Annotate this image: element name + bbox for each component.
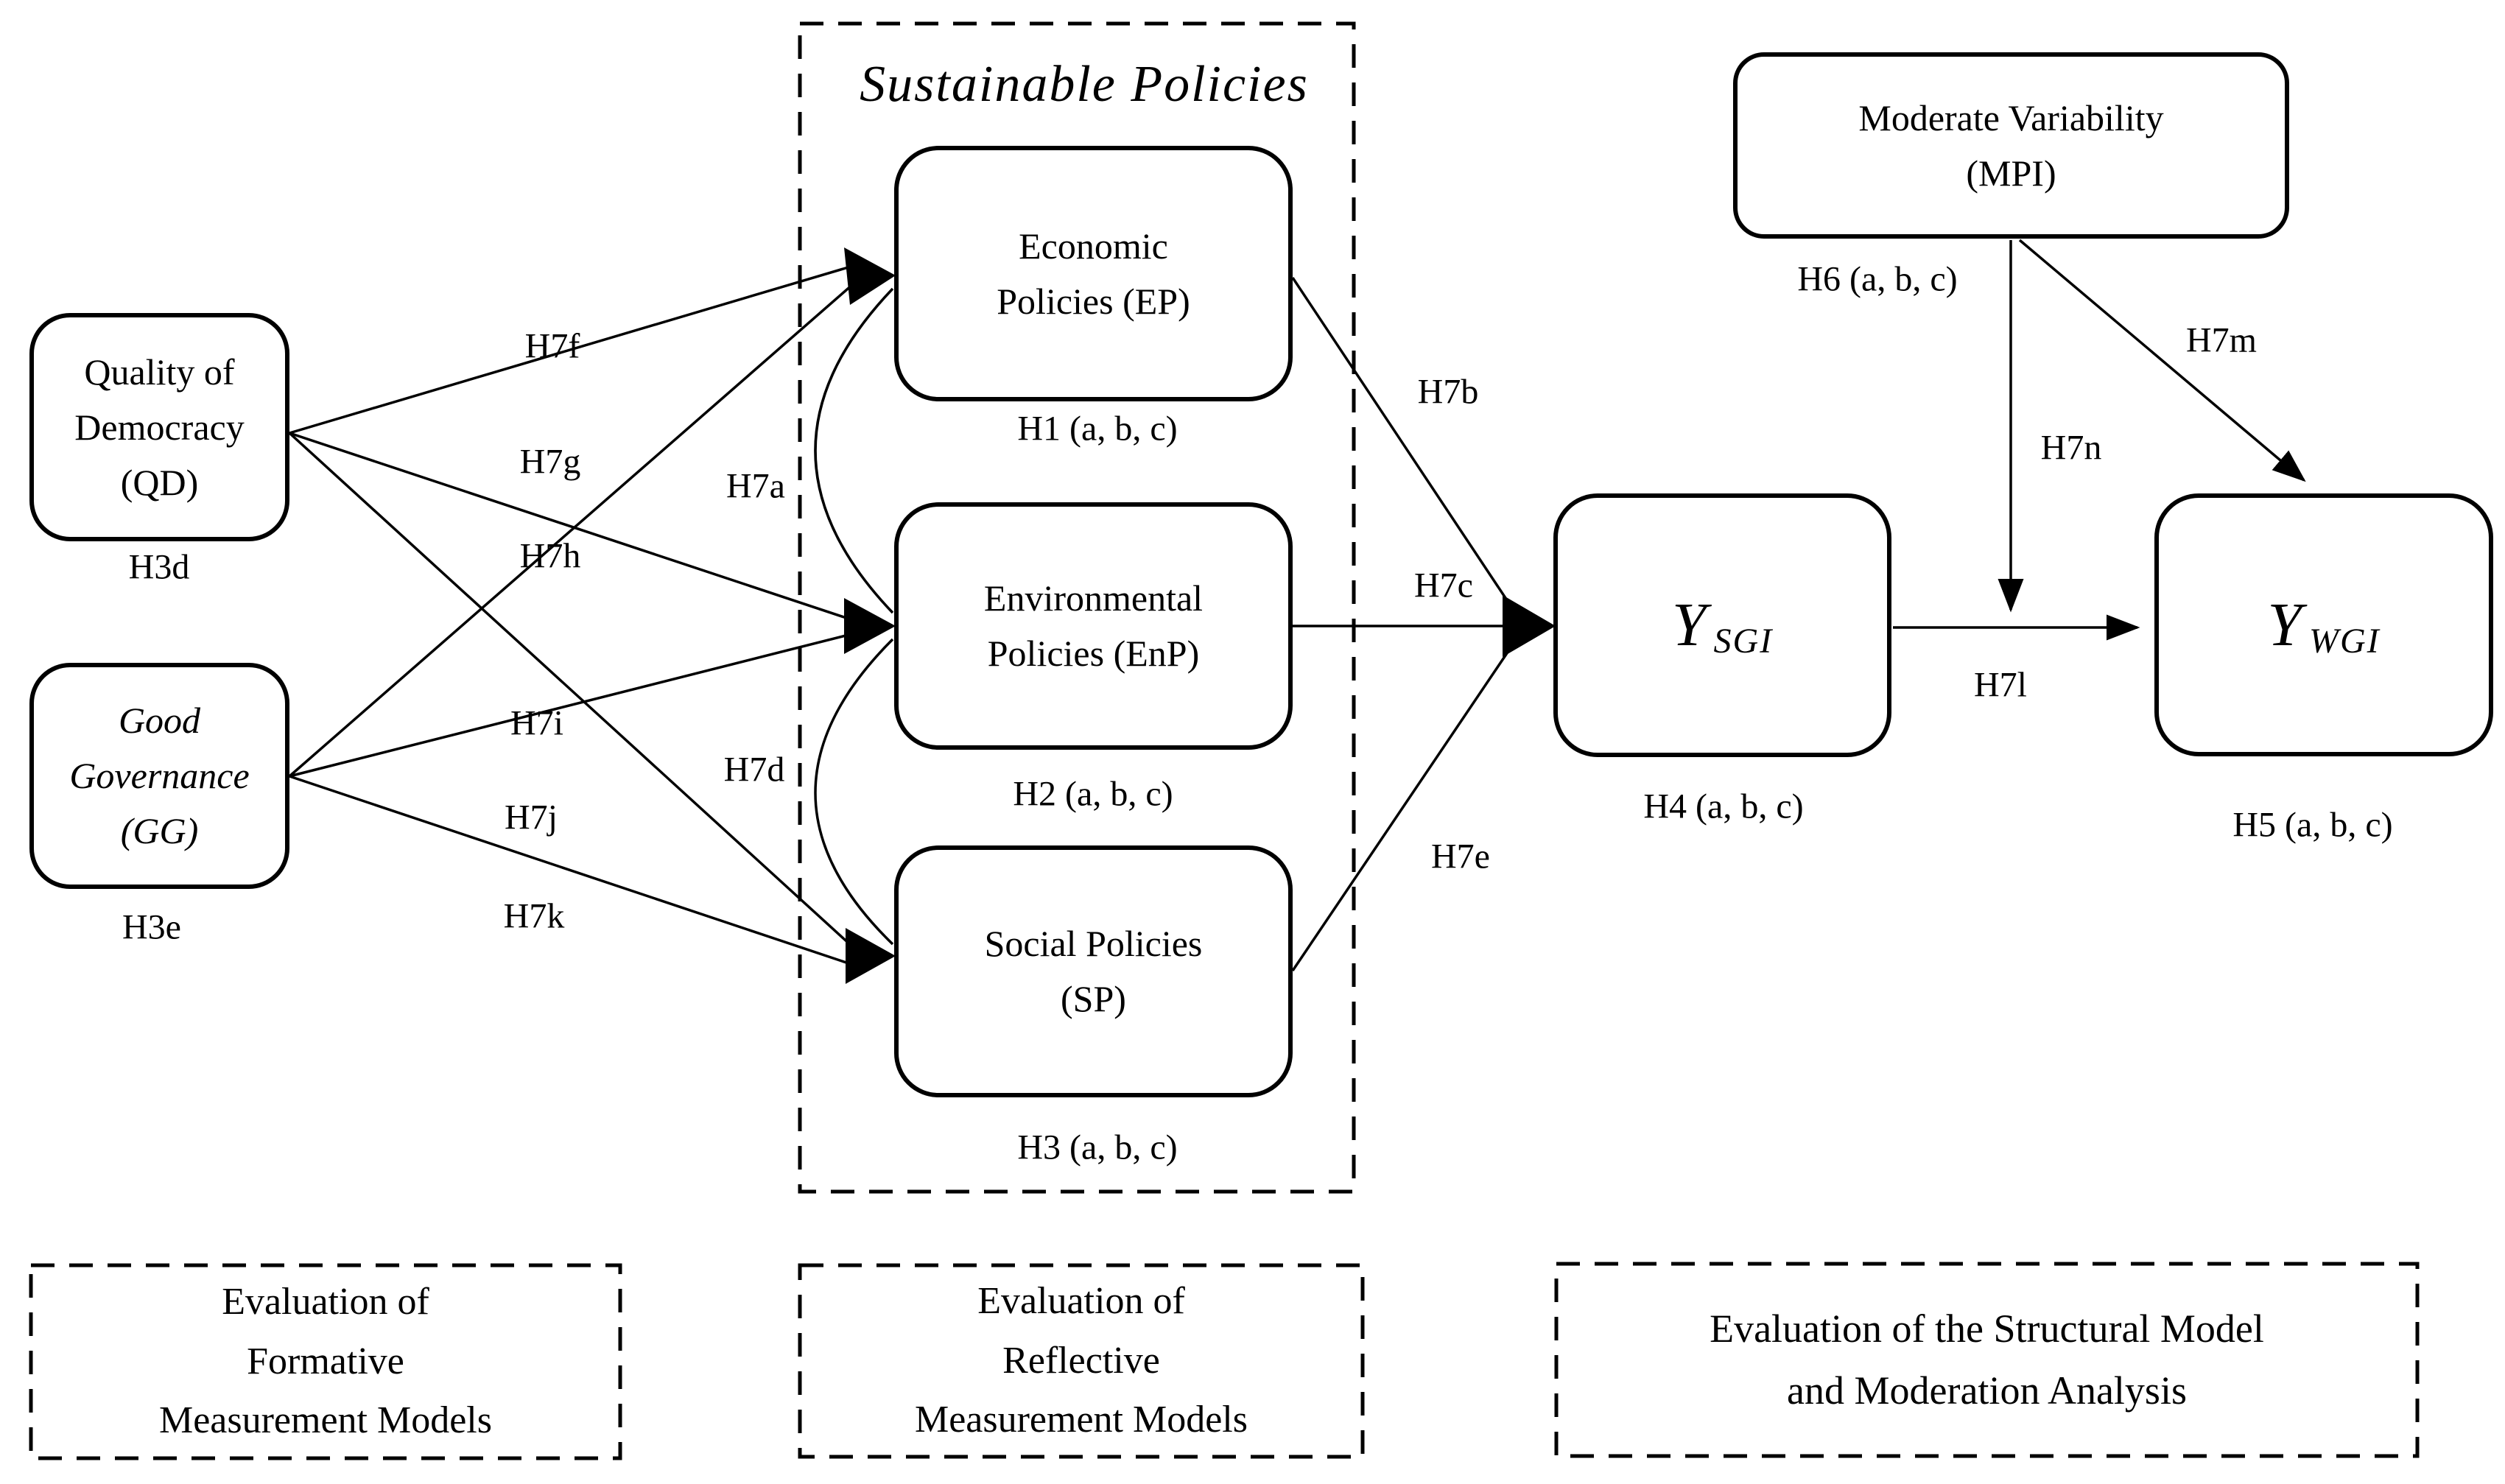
label-h2: H2 (a, b, c) — [1013, 774, 1173, 814]
arrowhead-ep — [844, 247, 896, 305]
path-label-h7c: H7c — [1414, 566, 1473, 605]
arrowhead-sp — [846, 928, 896, 984]
node-quality-of-democracy: Quality of Democracy (QD) — [29, 313, 289, 541]
label-h1: H1 (a, b, c) — [1017, 409, 1178, 449]
node-economic-policies: Economic Policies (EP) — [894, 146, 1293, 401]
node-good-governance: Good Governance (GG) — [29, 663, 289, 889]
label-h3: H3 (a, b, c) — [1017, 1128, 1178, 1167]
arrow-qd-sp — [288, 432, 854, 949]
formative-eval-text: Evaluation of Formative Measurement Mode… — [158, 1281, 492, 1442]
path-label-h7l: H7l — [1974, 665, 2027, 705]
y-sgi-symbol: Y — [1671, 591, 1707, 659]
arrowhead-ysgi — [1503, 595, 1556, 657]
sustainable-policies-title: Sustainable Policies — [860, 56, 1309, 113]
path-label-h7b: H7b — [1417, 372, 1479, 412]
path-label-h7g: H7g — [519, 442, 581, 482]
path-label-h7k: H7k — [503, 896, 565, 936]
path-label-h7n: H7n — [2040, 428, 2102, 468]
path-label-h7h: H7h — [519, 536, 581, 576]
curve-enp-sp — [814, 638, 894, 946]
label-h3e: H3e — [122, 907, 181, 947]
label-h5: H5 (a, b, c) — [2232, 805, 2393, 845]
y-wgi-subscript: WGI — [2309, 621, 2381, 661]
label-h6: H6 (a, b, c) — [1797, 259, 1958, 299]
arrowhead-enp — [844, 598, 896, 654]
path-label-h7d: H7d — [723, 750, 785, 790]
path-label-h7m: H7m — [2186, 320, 2257, 360]
structural-eval-text: Evaluation of the Structural Model and M… — [1710, 1306, 2264, 1413]
node-environmental-policies: Environmental Policies (EnP) — [894, 502, 1293, 750]
path-label-h7j: H7j — [505, 798, 558, 837]
node-moderate-variability: Moderate Variability (MPI) — [1733, 52, 2289, 239]
path-label-h7f: H7f — [524, 326, 580, 366]
label-h4: H4 (a, b, c) — [1643, 787, 1804, 826]
node-social-policies: Social Policies (SP) — [894, 845, 1293, 1097]
path-label-h7i: H7i — [510, 703, 563, 743]
arrow-ep-ysgi — [1291, 277, 1513, 608]
curve-ep-enp — [814, 287, 894, 614]
path-label-h7a: H7a — [726, 466, 785, 506]
reflective-eval-text: Evaluation of Reflective Measurement Mod… — [914, 1280, 1248, 1441]
y-sgi-subscript: SGI — [1713, 622, 1774, 661]
arrow-gg-sp — [289, 775, 854, 966]
y-wgi-symbol: Y — [2267, 590, 2302, 659]
path-label-h7e: H7e — [1431, 837, 1490, 876]
label-h3d: H3d — [128, 547, 190, 587]
arrow-sp-ysgi — [1291, 646, 1513, 971]
